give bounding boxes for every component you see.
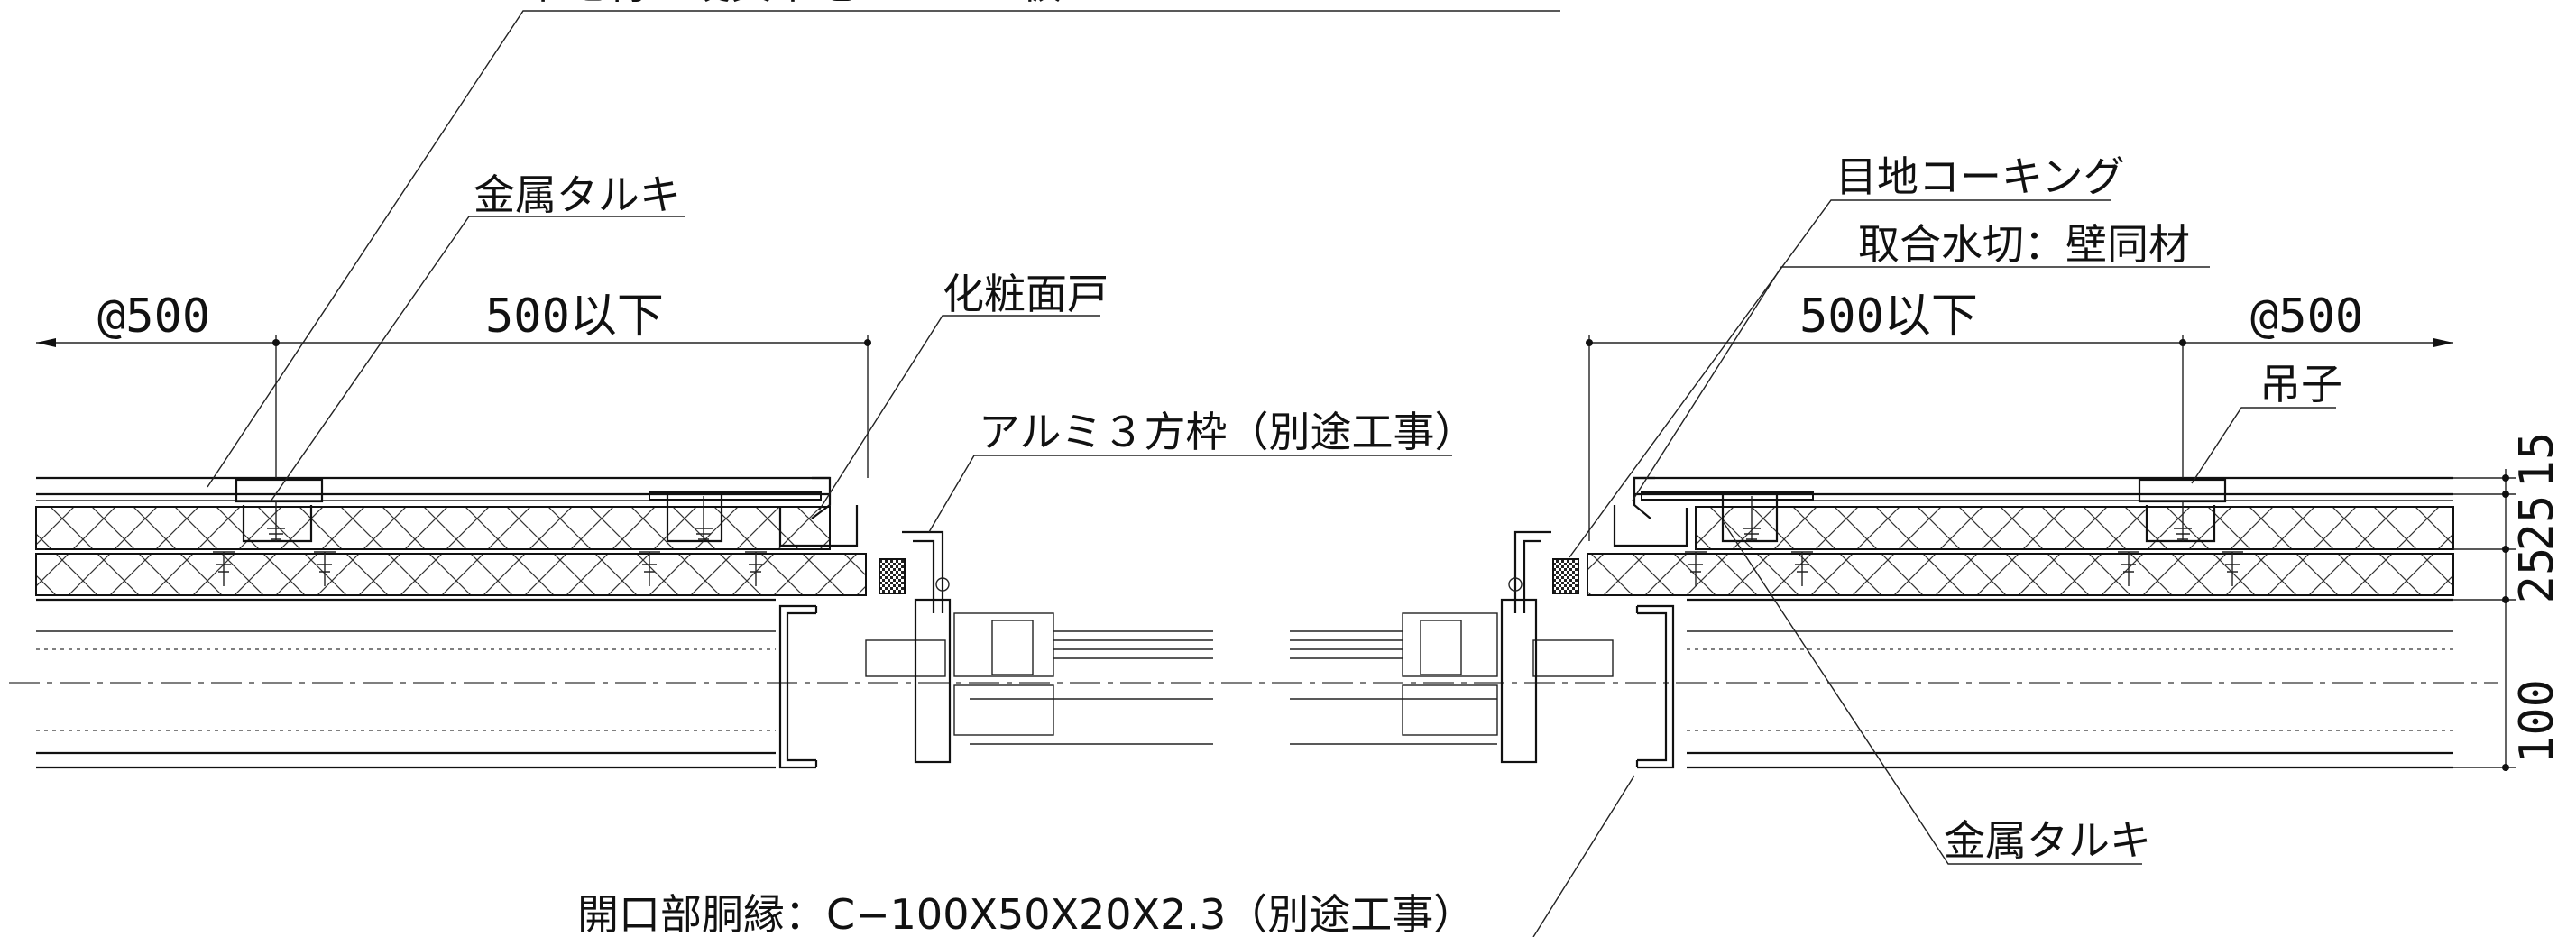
dimension-top-left bbox=[36, 335, 871, 478]
hanger-clip-right bbox=[1641, 478, 2227, 543]
label-kesho-mendo: 化粧面戸 bbox=[943, 270, 1109, 318]
dim-thickness-25b: 25 bbox=[2510, 495, 2564, 552]
c-channel-left bbox=[778, 604, 946, 769]
dim-thickness-25a: 25 bbox=[2510, 547, 2564, 604]
dimension-thickness: 100 25 25 15 bbox=[2453, 432, 2564, 771]
right-wall-section bbox=[1587, 476, 2454, 769]
c-channel-right bbox=[1532, 604, 1675, 769]
end-trim-right bbox=[1552, 476, 1688, 594]
dim-thickness-15: 15 bbox=[2510, 432, 2564, 489]
leader-lines bbox=[207, 10, 2336, 937]
screws-right bbox=[1685, 496, 2243, 586]
alumi-frame-right bbox=[1290, 530, 1551, 764]
label-pitch-left: @500 bbox=[97, 289, 210, 344]
label-pitch-right: @500 bbox=[2250, 289, 2363, 344]
label-metal-tsuruki-right: 金属タルキ bbox=[1944, 816, 2151, 865]
end-trim-left bbox=[778, 476, 906, 594]
alumi-frame-left bbox=[902, 530, 1213, 764]
hanger-clip-left bbox=[235, 478, 822, 543]
label-metal-tsuruki-left: 金属タルキ bbox=[474, 170, 681, 219]
label-tsurigo: 吊子 bbox=[2259, 360, 2342, 409]
left-wall-section bbox=[35, 476, 867, 769]
dim-thickness-100: 100 bbox=[2510, 679, 2564, 764]
label-base-material: 下地材：硬質木毛セメント板 ア25 bbox=[523, 0, 1198, 8]
label-max-right: 500以下 bbox=[1799, 289, 1978, 344]
screws-left bbox=[213, 496, 767, 586]
label-opening-frame: 開口部胴縁：C−100X50X20X2.3（別途工事） bbox=[577, 890, 1475, 937]
label-mizukiri: 取合水切：壁同材 bbox=[1858, 220, 2190, 269]
label-max-left: 500以下 bbox=[485, 289, 664, 344]
label-meji-caulking: 目地コーキング bbox=[1835, 152, 2125, 201]
label-alumi-frame: アルミ３方枠（別途工事） bbox=[979, 408, 1477, 456]
